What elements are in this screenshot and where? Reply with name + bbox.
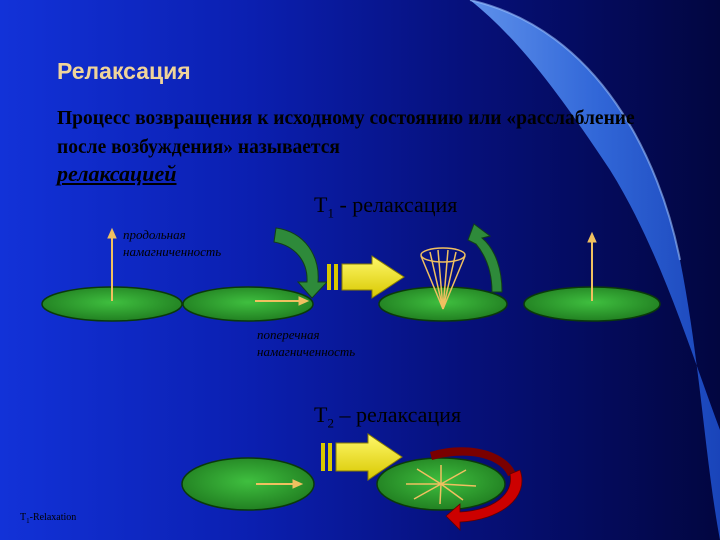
- ellipse-transverse: [183, 287, 313, 321]
- corner-caption: T1-Relaxation: [20, 512, 76, 525]
- curved-arrow-up: [468, 224, 502, 292]
- term-relaxation: релаксацией: [57, 161, 177, 187]
- transverse-label: поперечная намагниченность: [257, 326, 387, 360]
- decorative-ribbon: [470, 0, 720, 540]
- t2-heading: T2 – релаксация: [314, 402, 461, 431]
- curved-arrow-down: [274, 228, 327, 298]
- slide-title: Релаксация: [57, 58, 191, 85]
- t1-heading: T1 - релаксация: [314, 192, 457, 221]
- process-arrow-1: [327, 256, 404, 298]
- longitudinal-label: продольная намагниченность: [123, 226, 263, 260]
- definition-text: Процесс возвращения к исходному состояни…: [57, 104, 657, 162]
